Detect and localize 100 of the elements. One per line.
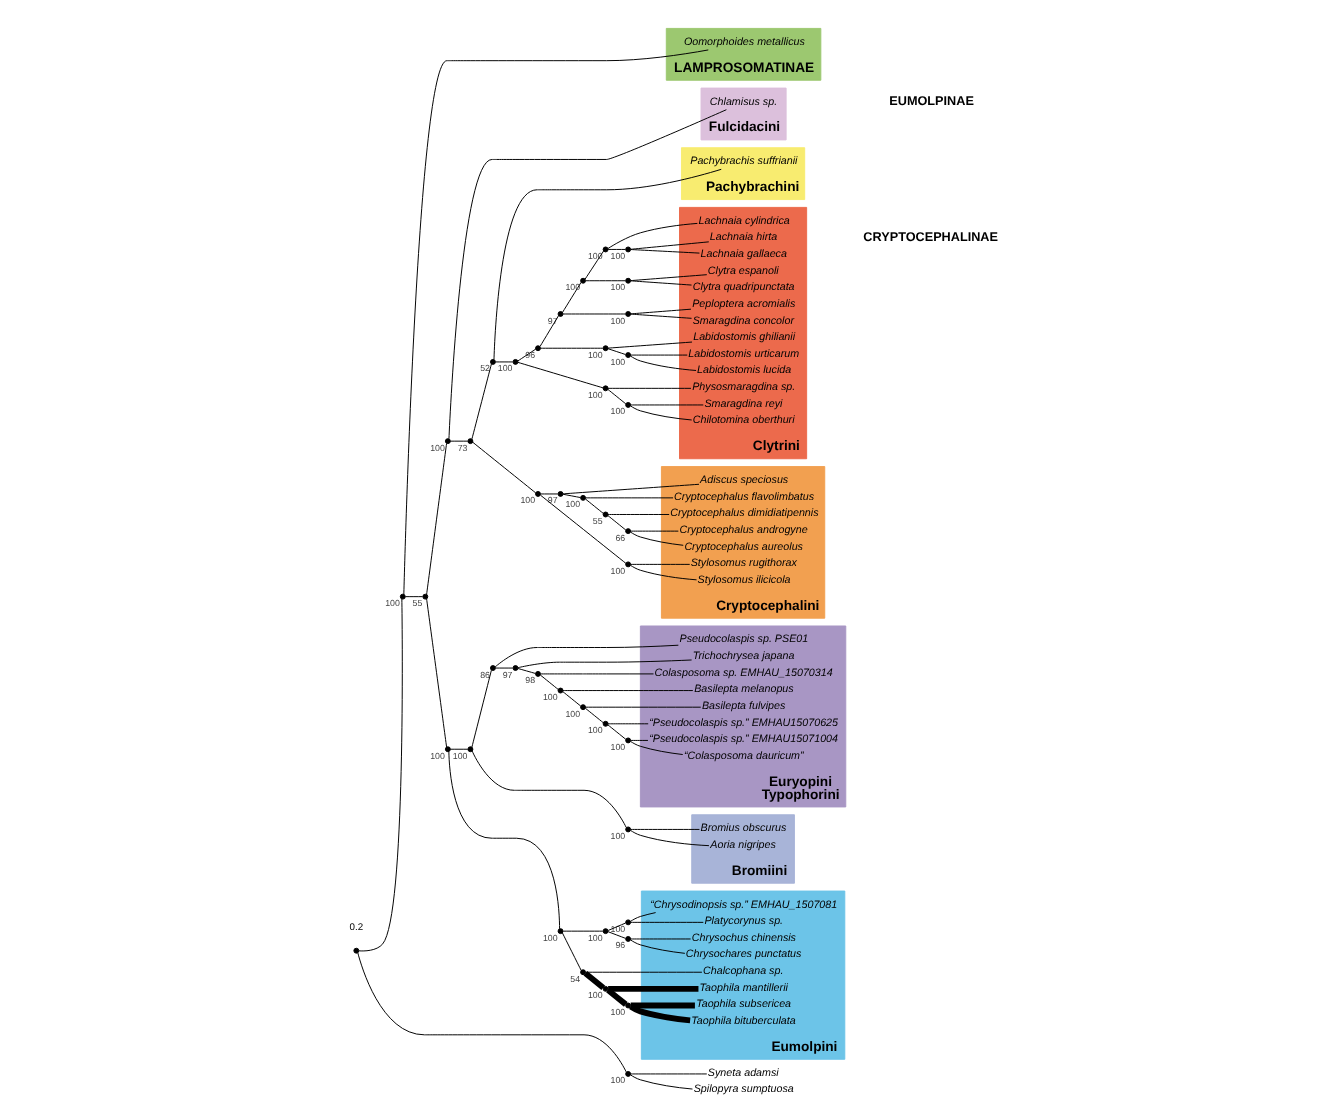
node-point bbox=[466, 746, 473, 753]
node-point bbox=[624, 402, 631, 408]
connector bbox=[606, 724, 626, 740]
connector bbox=[606, 514, 669, 515]
node-point bbox=[624, 1071, 631, 1077]
connector bbox=[629, 241, 709, 250]
connector bbox=[561, 313, 625, 315]
connector bbox=[629, 563, 690, 565]
connector bbox=[606, 922, 625, 931]
connector bbox=[584, 497, 673, 499]
connector bbox=[425, 598, 447, 748]
connector bbox=[606, 248, 625, 250]
connector bbox=[561, 690, 693, 692]
connector bbox=[606, 222, 697, 249]
connector bbox=[561, 930, 603, 932]
connector bbox=[629, 939, 685, 954]
node-point bbox=[511, 665, 518, 671]
connector bbox=[628, 1004, 690, 1024]
connector bbox=[606, 931, 625, 939]
node-point bbox=[443, 746, 450, 753]
connector bbox=[629, 249, 699, 254]
node-point bbox=[624, 246, 631, 253]
connector bbox=[538, 315, 559, 347]
connector bbox=[629, 531, 683, 546]
node-point bbox=[556, 687, 563, 694]
node-point bbox=[534, 491, 540, 497]
connector bbox=[629, 1002, 694, 1009]
node-point bbox=[489, 358, 495, 365]
connector bbox=[629, 912, 656, 922]
node-point bbox=[601, 720, 608, 727]
connector bbox=[629, 530, 678, 532]
connector bbox=[606, 341, 692, 349]
connector bbox=[629, 739, 648, 741]
connector bbox=[629, 355, 696, 371]
connector bbox=[607, 985, 698, 992]
node-point bbox=[601, 345, 608, 352]
connector bbox=[539, 347, 603, 349]
node-point bbox=[624, 311, 631, 317]
node-point bbox=[624, 919, 631, 926]
node-point bbox=[556, 928, 563, 935]
connector bbox=[470, 669, 491, 748]
connector bbox=[356, 952, 626, 1073]
connector bbox=[629, 564, 697, 581]
node-point bbox=[421, 593, 428, 600]
node-point bbox=[534, 670, 540, 677]
connector bbox=[629, 741, 683, 756]
connector bbox=[605, 987, 627, 1007]
connector bbox=[629, 313, 692, 319]
connector bbox=[582, 971, 605, 990]
connector bbox=[584, 971, 702, 973]
connector bbox=[629, 828, 699, 830]
connector bbox=[493, 644, 678, 668]
node-point bbox=[579, 494, 586, 501]
connector bbox=[583, 498, 603, 514]
connector bbox=[539, 494, 626, 564]
connector bbox=[539, 493, 558, 495]
connector bbox=[629, 830, 709, 847]
connector bbox=[606, 515, 626, 531]
connector bbox=[447, 109, 726, 440]
connector bbox=[583, 707, 603, 724]
connector bbox=[492, 168, 721, 360]
connector bbox=[606, 387, 691, 389]
connector bbox=[629, 354, 687, 356]
node-point bbox=[624, 737, 631, 744]
connector bbox=[539, 673, 653, 675]
connector bbox=[470, 750, 626, 828]
connector bbox=[629, 938, 691, 940]
connector bbox=[606, 723, 648, 725]
node-point bbox=[624, 277, 631, 284]
connector bbox=[629, 921, 703, 923]
node-point bbox=[579, 704, 586, 711]
connector bbox=[629, 405, 692, 421]
connector bbox=[448, 440, 468, 442]
node-point bbox=[601, 385, 608, 392]
connector bbox=[629, 404, 703, 406]
connector bbox=[561, 493, 580, 498]
connector bbox=[584, 706, 701, 708]
connector bbox=[516, 668, 535, 674]
connector bbox=[470, 363, 491, 440]
connector bbox=[448, 748, 468, 750]
node-point bbox=[601, 928, 608, 935]
node-point bbox=[579, 969, 586, 976]
node-point bbox=[624, 1002, 631, 1009]
node-point bbox=[511, 358, 518, 365]
node-point bbox=[624, 561, 631, 568]
node-point bbox=[601, 511, 608, 518]
node-point bbox=[601, 246, 608, 253]
connector bbox=[561, 691, 581, 707]
connector bbox=[629, 308, 691, 315]
node-point bbox=[556, 311, 563, 317]
connector bbox=[629, 1073, 707, 1075]
node-point bbox=[398, 593, 405, 600]
connector bbox=[584, 280, 625, 282]
node-point bbox=[466, 438, 473, 445]
connector bbox=[402, 49, 708, 595]
connector bbox=[494, 361, 513, 363]
connector bbox=[425, 443, 447, 595]
connector bbox=[447, 751, 560, 930]
connector bbox=[538, 674, 558, 690]
connector bbox=[516, 361, 603, 389]
